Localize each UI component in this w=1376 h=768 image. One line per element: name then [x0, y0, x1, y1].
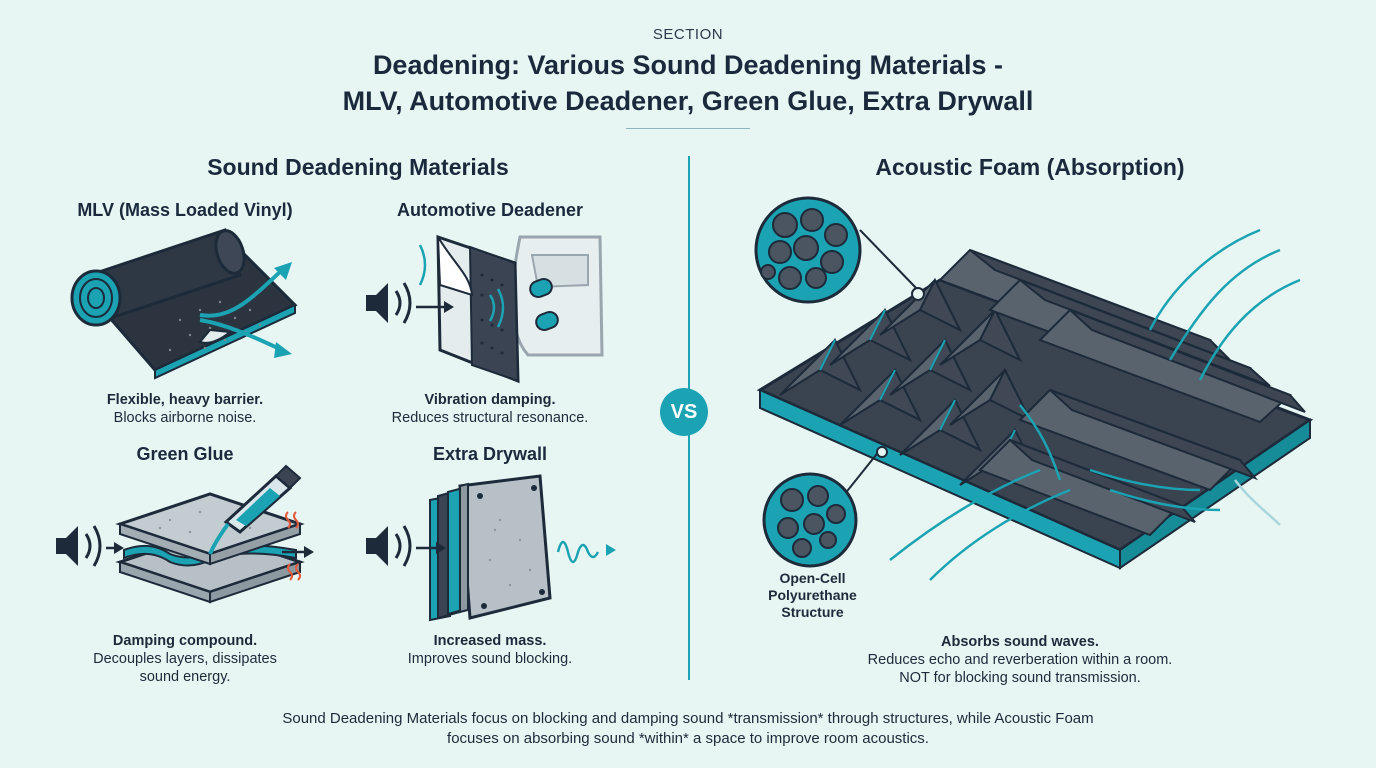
- extra-drywall-title: Extra Drywall: [432, 444, 548, 464]
- footer-summary-line2: focuses on absorbing sound *within* a sp…: [447, 730, 929, 747]
- automotive-deadener-title: Automotive Deadener: [396, 200, 584, 220]
- mlv-title: MLV (Mass Loaded Vinyl): [77, 200, 293, 220]
- acoustic-foam-illustration: [754, 196, 1314, 581]
- mlv-roll-illustration: [70, 228, 298, 380]
- left-panel-heading: Sound Deadening Materials: [207, 154, 509, 180]
- extra-drywall-caption: Increased mass.Improves sound blocking.: [407, 633, 573, 667]
- vs-badge: VS: [660, 388, 708, 436]
- mlv-caption: Flexible, heavy barrier.Blocks airborne …: [106, 392, 264, 426]
- green-glue-title: Green Glue: [136, 444, 234, 464]
- automotive-deadener-caption: Vibration damping.Reduces structural res…: [391, 392, 589, 426]
- page-title-line1: Deadening: Various Sound Deadening Mater…: [372, 50, 1004, 80]
- green-glue-caption: Damping compound.Decouples layers, dissi…: [93, 633, 277, 685]
- automotive-deadener-illustration: [366, 234, 604, 384]
- title-underline: [626, 128, 750, 129]
- acoustic-foam-caption: Absorbs sound waves.Reduces echo and rev…: [867, 634, 1173, 686]
- right-panel-heading: Acoustic Foam (Absorption): [875, 154, 1185, 180]
- green-glue-illustration: [56, 464, 314, 604]
- section-label: SECTION: [652, 26, 724, 43]
- footer-summary-line1: Sound Deadening Materials focus on block…: [282, 710, 1094, 727]
- page-title-line2: MLV, Automotive Deadener, Green Glue, Ex…: [342, 86, 1034, 116]
- extra-drywall-illustration: [366, 474, 616, 622]
